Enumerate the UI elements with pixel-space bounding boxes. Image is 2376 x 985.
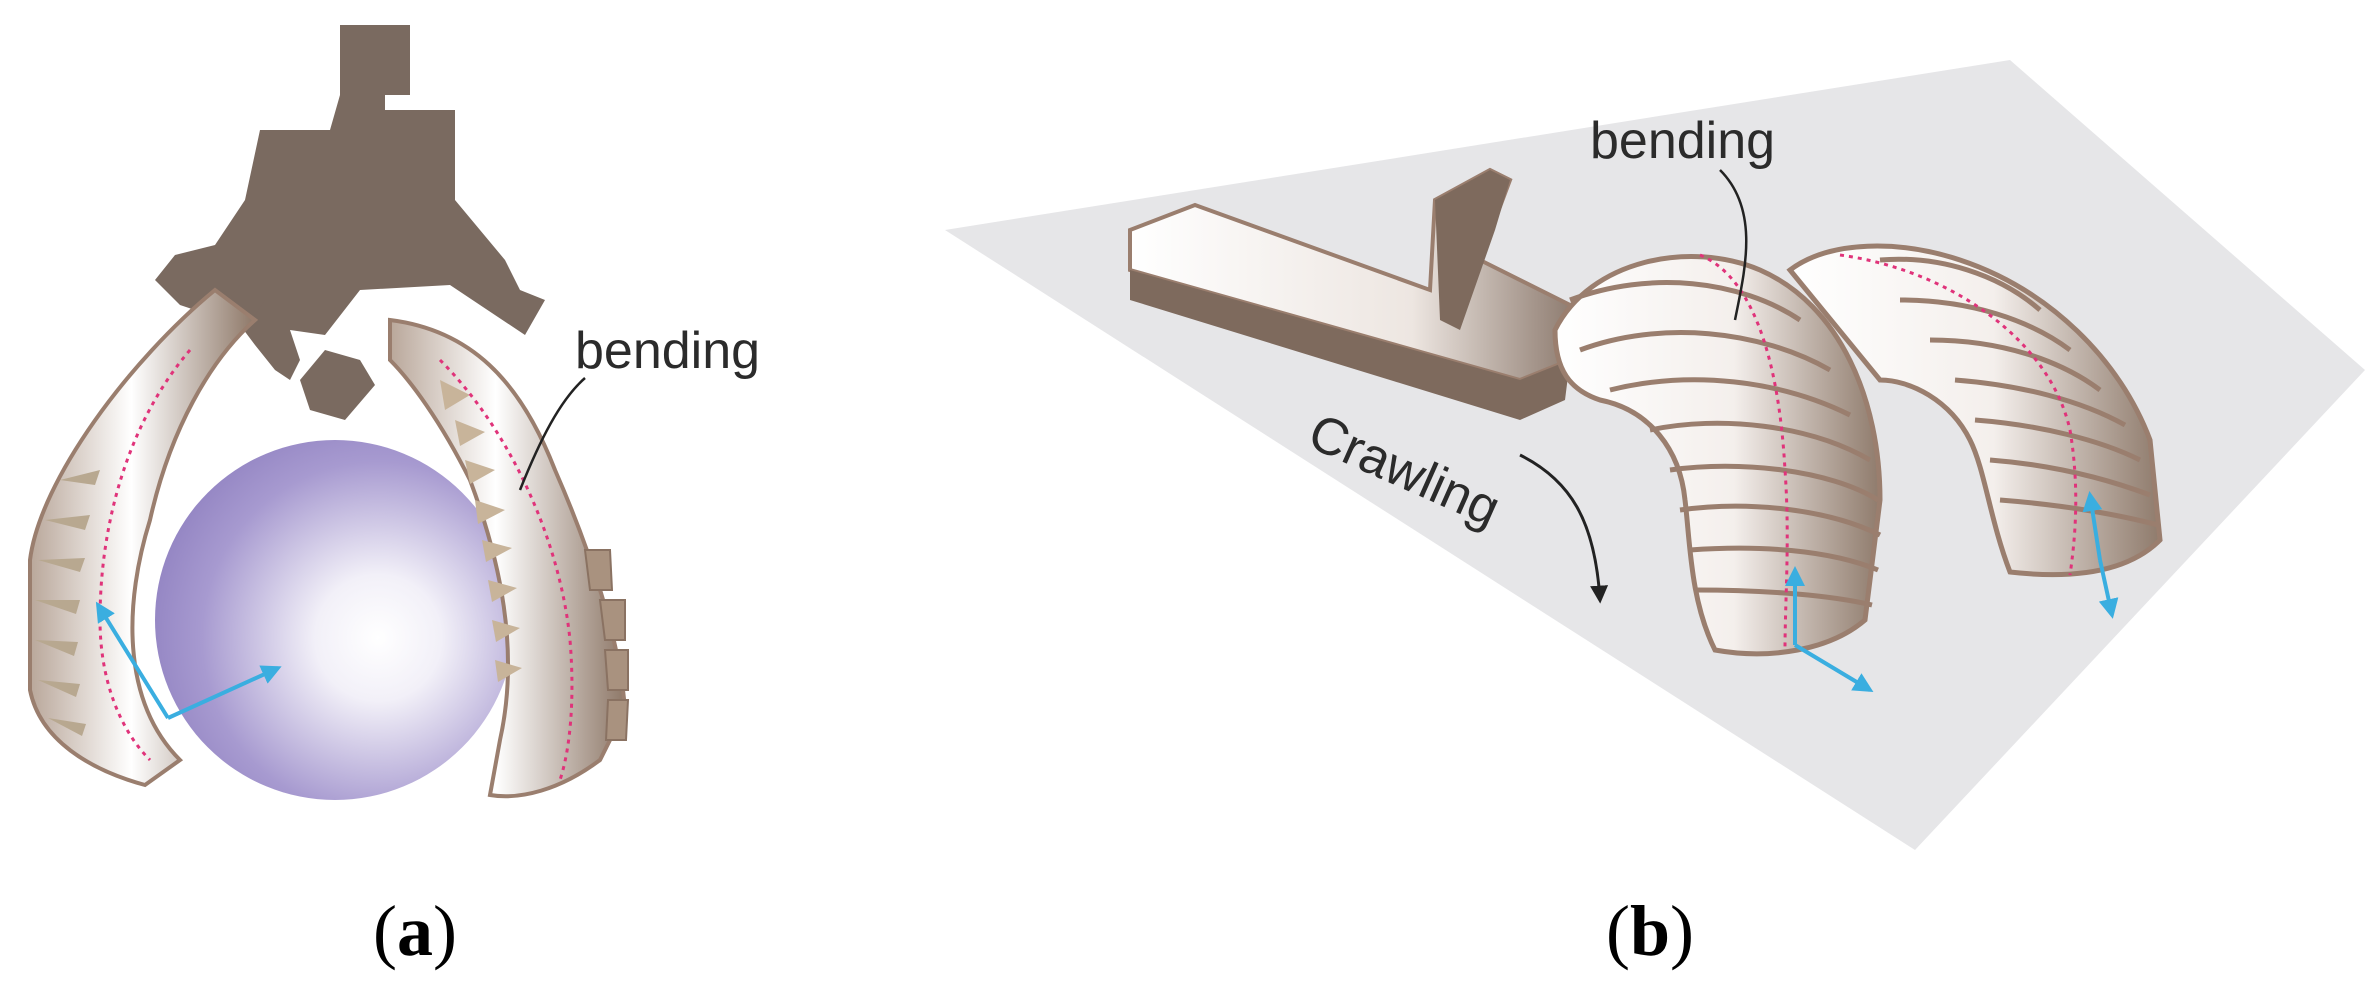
crawler-body-fork: [1435, 170, 1510, 330]
crawling-direction-arrow: [1519, 453, 1609, 604]
panel-a-gripper: bending (a): [28, 25, 760, 971]
left-finger: [28, 287, 259, 788]
panel-a-arrow-tangent: [95, 601, 170, 720]
right-claw-inner: [300, 350, 375, 420]
front-hump-strain-line: [1699, 253, 1789, 651]
front-hump-segment-lines: [1569, 280, 1882, 608]
panel-a-arrow-normal: [167, 665, 282, 720]
rear-hump-shell: [1786, 243, 2163, 578]
grasped-sphere: [155, 440, 515, 800]
crawler-body-side: [1130, 270, 1570, 420]
left-finger-ridges: [35, 470, 100, 736]
right-finger-ridges: [440, 380, 522, 682]
right-finger-strain-line: [438, 358, 574, 781]
front-hump: [1552, 253, 1883, 657]
right-finger: [388, 317, 628, 799]
rear-hump: [1786, 243, 2163, 578]
rear-hump-segment-lines: [1879, 256, 2159, 528]
panel-a-bending-label: bending: [575, 322, 760, 380]
gripper-base: [155, 25, 545, 380]
panel-a-caption: (a): [373, 891, 457, 971]
right-finger-segments: [583, 549, 630, 741]
panel-b-arrow-rear-up: [2082, 491, 2103, 561]
panel-b-crawler: bending Crawling (b): [945, 60, 2365, 971]
panel-b-bending-leader: [1719, 169, 1748, 321]
panel-b-arrow-front-out: [1793, 643, 1874, 693]
left-finger-strain-line: [98, 349, 192, 762]
panel-b-caption: (b): [1606, 891, 1694, 971]
panel-b-arrow-rear-down: [2098, 559, 2119, 619]
panel-a-bending-leader: [518, 377, 586, 491]
panel-b-bending-label: bending: [1590, 112, 1775, 170]
